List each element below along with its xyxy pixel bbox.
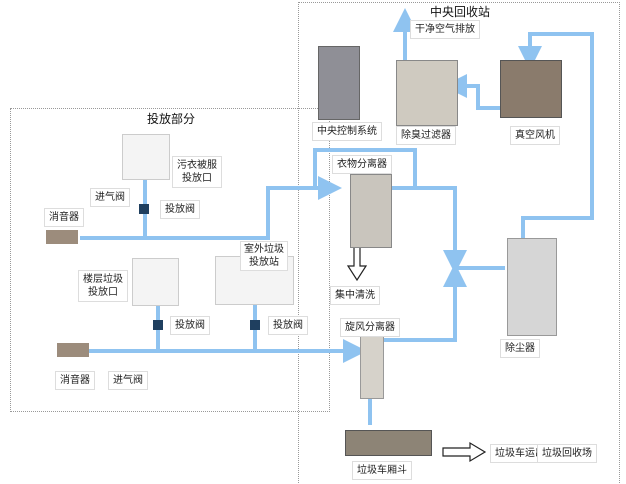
pipe-fan-filter bbox=[443, 74, 505, 110]
label-recycle-yard: 垃圾回收场 bbox=[537, 444, 597, 463]
pipe-upper-main bbox=[80, 176, 342, 240]
label-control-system: 中央控制系统 bbox=[312, 122, 382, 141]
label-intake-valve-2: 进气阀 bbox=[108, 371, 148, 390]
dust-collector-unit bbox=[507, 238, 557, 336]
pipe-clothes-out bbox=[385, 186, 467, 274]
label-truck-hopper: 垃圾车厢斗 bbox=[352, 461, 412, 480]
floor-inlet-unit bbox=[132, 258, 179, 306]
label-intake-valve-1: 进气阀 bbox=[90, 188, 130, 207]
valve-icon-3 bbox=[250, 320, 260, 330]
delivery-region bbox=[10, 108, 330, 412]
label-valve-3: 投放阀 bbox=[268, 316, 308, 335]
truck-hopper-unit bbox=[345, 430, 432, 456]
valve-icon-2 bbox=[153, 320, 163, 330]
label-muffler-1: 消音器 bbox=[44, 208, 84, 227]
control-cabinet bbox=[318, 46, 360, 120]
label-floor-inlet: 楼层垃圾 投放口 bbox=[78, 270, 128, 302]
label-deodor-filter: 除臭过滤器 bbox=[396, 126, 456, 145]
pipe-dust-up bbox=[518, 32, 594, 238]
label-clean-air: 干净空气排放 bbox=[410, 20, 480, 39]
label-clothes-separator: 衣物分离器 bbox=[332, 155, 392, 174]
delivery-title: 投放部分 bbox=[147, 112, 196, 126]
vacuum-fan-unit bbox=[500, 60, 562, 118]
cyclone-separator-unit bbox=[360, 335, 384, 399]
label-valve-1: 投放阀 bbox=[160, 200, 200, 219]
label-laundry-inlet: 污衣被服 投放口 bbox=[172, 156, 222, 188]
pipe-clothes-bypass bbox=[313, 148, 417, 188]
label-valve-2: 投放阀 bbox=[170, 316, 210, 335]
valve-icon-1 bbox=[139, 204, 149, 214]
arrow-down-wash bbox=[346, 245, 368, 282]
label-muffler-2: 消音器 bbox=[55, 371, 95, 390]
muffler-2 bbox=[57, 343, 89, 357]
label-cyclone-separator: 旋风分离器 bbox=[340, 318, 400, 337]
label-central-wash: 集中清洗 bbox=[330, 286, 380, 305]
muffler-1 bbox=[46, 230, 78, 244]
central-title: 中央回收站 bbox=[430, 5, 491, 19]
central-region bbox=[298, 2, 620, 483]
label-dust-collector: 除尘器 bbox=[500, 339, 540, 358]
clothes-separator-unit bbox=[350, 174, 392, 248]
label-outdoor-station: 室外垃圾 投放站 bbox=[240, 241, 288, 271]
laundry-inlet-unit bbox=[122, 134, 170, 180]
pipe-cyclone-out bbox=[380, 263, 467, 342]
arrow-right-truck bbox=[442, 441, 487, 463]
deodor-filter-unit bbox=[396, 60, 458, 126]
label-vacuum-fan: 真空风机 bbox=[510, 126, 560, 145]
